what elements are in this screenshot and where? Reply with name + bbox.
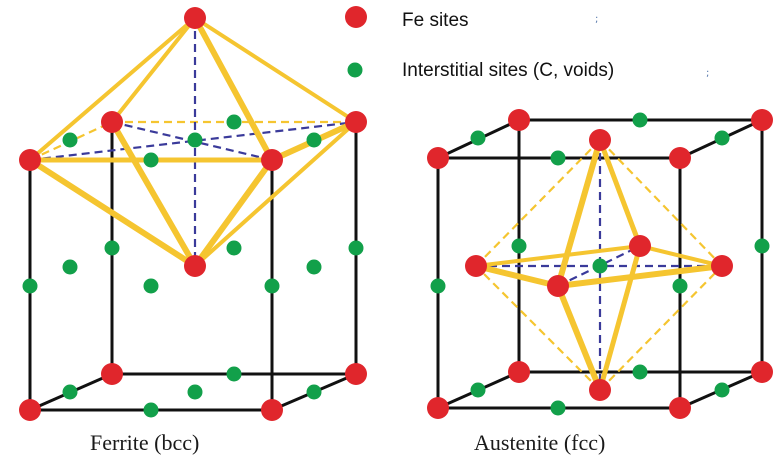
fe-site xyxy=(465,255,487,277)
fe-site xyxy=(184,7,206,29)
austenite-interstitial-sites xyxy=(430,112,770,416)
ferrite-bcc-cell: Ferrite (bcc) xyxy=(19,7,367,455)
fe-site xyxy=(345,363,367,385)
stray-mark-1: ; xyxy=(595,14,598,25)
interstitial-site xyxy=(62,384,78,400)
interstitial-site xyxy=(511,238,527,254)
interstitial-site xyxy=(62,259,78,275)
interstitial-site xyxy=(22,278,38,294)
interstitial-site xyxy=(306,132,322,148)
interstitial-site xyxy=(306,384,322,400)
interstitial-site xyxy=(226,366,242,382)
fe-site xyxy=(629,235,651,257)
interstitial-site xyxy=(187,132,203,148)
fe-site xyxy=(508,109,530,131)
ferrite-interstitial-sites xyxy=(22,114,364,418)
interstitial-site xyxy=(143,278,159,294)
fe-site xyxy=(589,379,611,401)
fe-site xyxy=(547,275,569,297)
interstitial-site xyxy=(348,240,364,256)
austenite-octahedron-edges xyxy=(473,137,725,393)
interstitial-site xyxy=(62,132,78,148)
interstitial-site xyxy=(430,278,446,294)
fe-site xyxy=(711,255,733,277)
fe-site xyxy=(261,149,283,171)
fe-site-legend-marker xyxy=(345,6,367,28)
fe-site xyxy=(751,361,773,383)
fe-site xyxy=(19,399,41,421)
austenite-fe-sites xyxy=(427,109,773,419)
interstitial-site xyxy=(226,114,242,130)
fe-site xyxy=(345,111,367,133)
interstitial-legend-marker xyxy=(347,62,363,78)
interstitial-site xyxy=(632,112,648,128)
legend: Fe sites Interstitial sites (C, voids) ;… xyxy=(345,6,709,81)
fe-site xyxy=(589,129,611,151)
interstitial-site xyxy=(264,278,280,294)
interstitial-site xyxy=(306,259,322,275)
fe-site xyxy=(101,363,123,385)
interstitial-site xyxy=(143,152,159,168)
interstitial-site xyxy=(632,364,648,380)
interstitial-site xyxy=(592,258,608,274)
interstitial-site xyxy=(550,150,566,166)
interstitial-site xyxy=(714,382,730,398)
ferrite-caption: Ferrite (bcc) xyxy=(90,430,199,455)
interstitial-site xyxy=(104,240,120,256)
interstitial-site xyxy=(470,382,486,398)
interstitial-site xyxy=(187,384,203,400)
austenite-fcc-cell: Austenite (fcc) xyxy=(427,109,773,455)
fe-site xyxy=(751,109,773,131)
stray-mark-2: ; xyxy=(706,68,709,79)
interstitial-site xyxy=(143,402,159,418)
fe-site xyxy=(427,147,449,169)
interstitial-site xyxy=(714,130,730,146)
fe-site xyxy=(669,147,691,169)
interstitial-site xyxy=(470,130,486,146)
fe-sites-label: Fe sites xyxy=(402,10,469,31)
ferrite-fe-sites xyxy=(19,7,367,421)
interstitial-sites-label: Interstitial sites (C, voids) xyxy=(402,60,614,81)
fe-site xyxy=(427,397,449,419)
fe-site xyxy=(669,397,691,419)
fe-site xyxy=(261,399,283,421)
interstitial-site xyxy=(754,238,770,254)
interstitial-site xyxy=(672,278,688,294)
fe-site xyxy=(184,255,206,277)
interstitial-site xyxy=(550,400,566,416)
fe-site xyxy=(101,111,123,133)
fe-site xyxy=(19,149,41,171)
fe-site xyxy=(508,361,530,383)
austenite-caption: Austenite (fcc) xyxy=(474,430,605,455)
interstitial-site xyxy=(226,240,242,256)
